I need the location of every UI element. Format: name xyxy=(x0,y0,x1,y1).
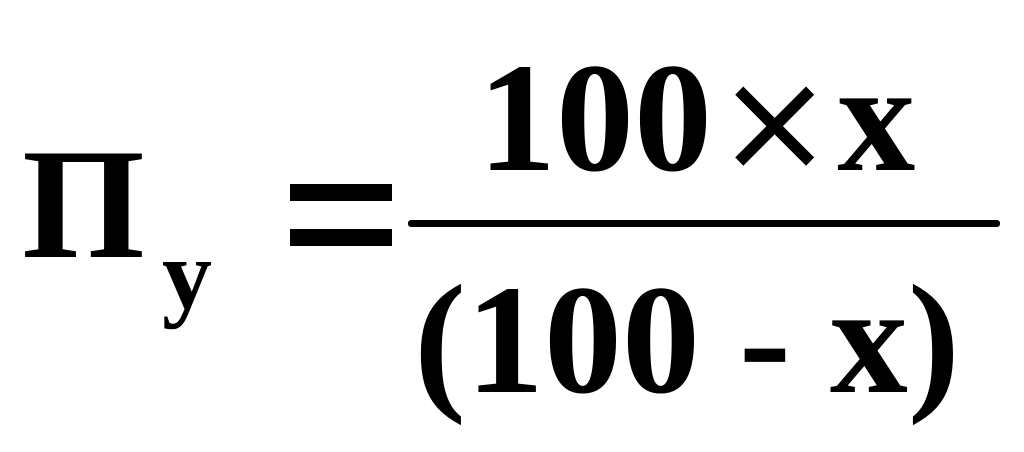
fraction-numerator: 100×x xyxy=(478,40,915,196)
formula-lhs-subscript: у xyxy=(162,219,212,330)
formula-lhs-symbol: П xyxy=(22,117,145,292)
equals-sign xyxy=(290,184,392,246)
fraction-bar xyxy=(408,220,1000,227)
equals-bar-top xyxy=(290,184,392,201)
equals-bar-bottom xyxy=(290,229,392,246)
fraction-denominator: (100 - x) xyxy=(414,253,960,426)
numerator-variable: x xyxy=(837,31,916,204)
multiply-sign: × xyxy=(716,41,834,204)
numerator-constant: 100 xyxy=(478,31,712,204)
